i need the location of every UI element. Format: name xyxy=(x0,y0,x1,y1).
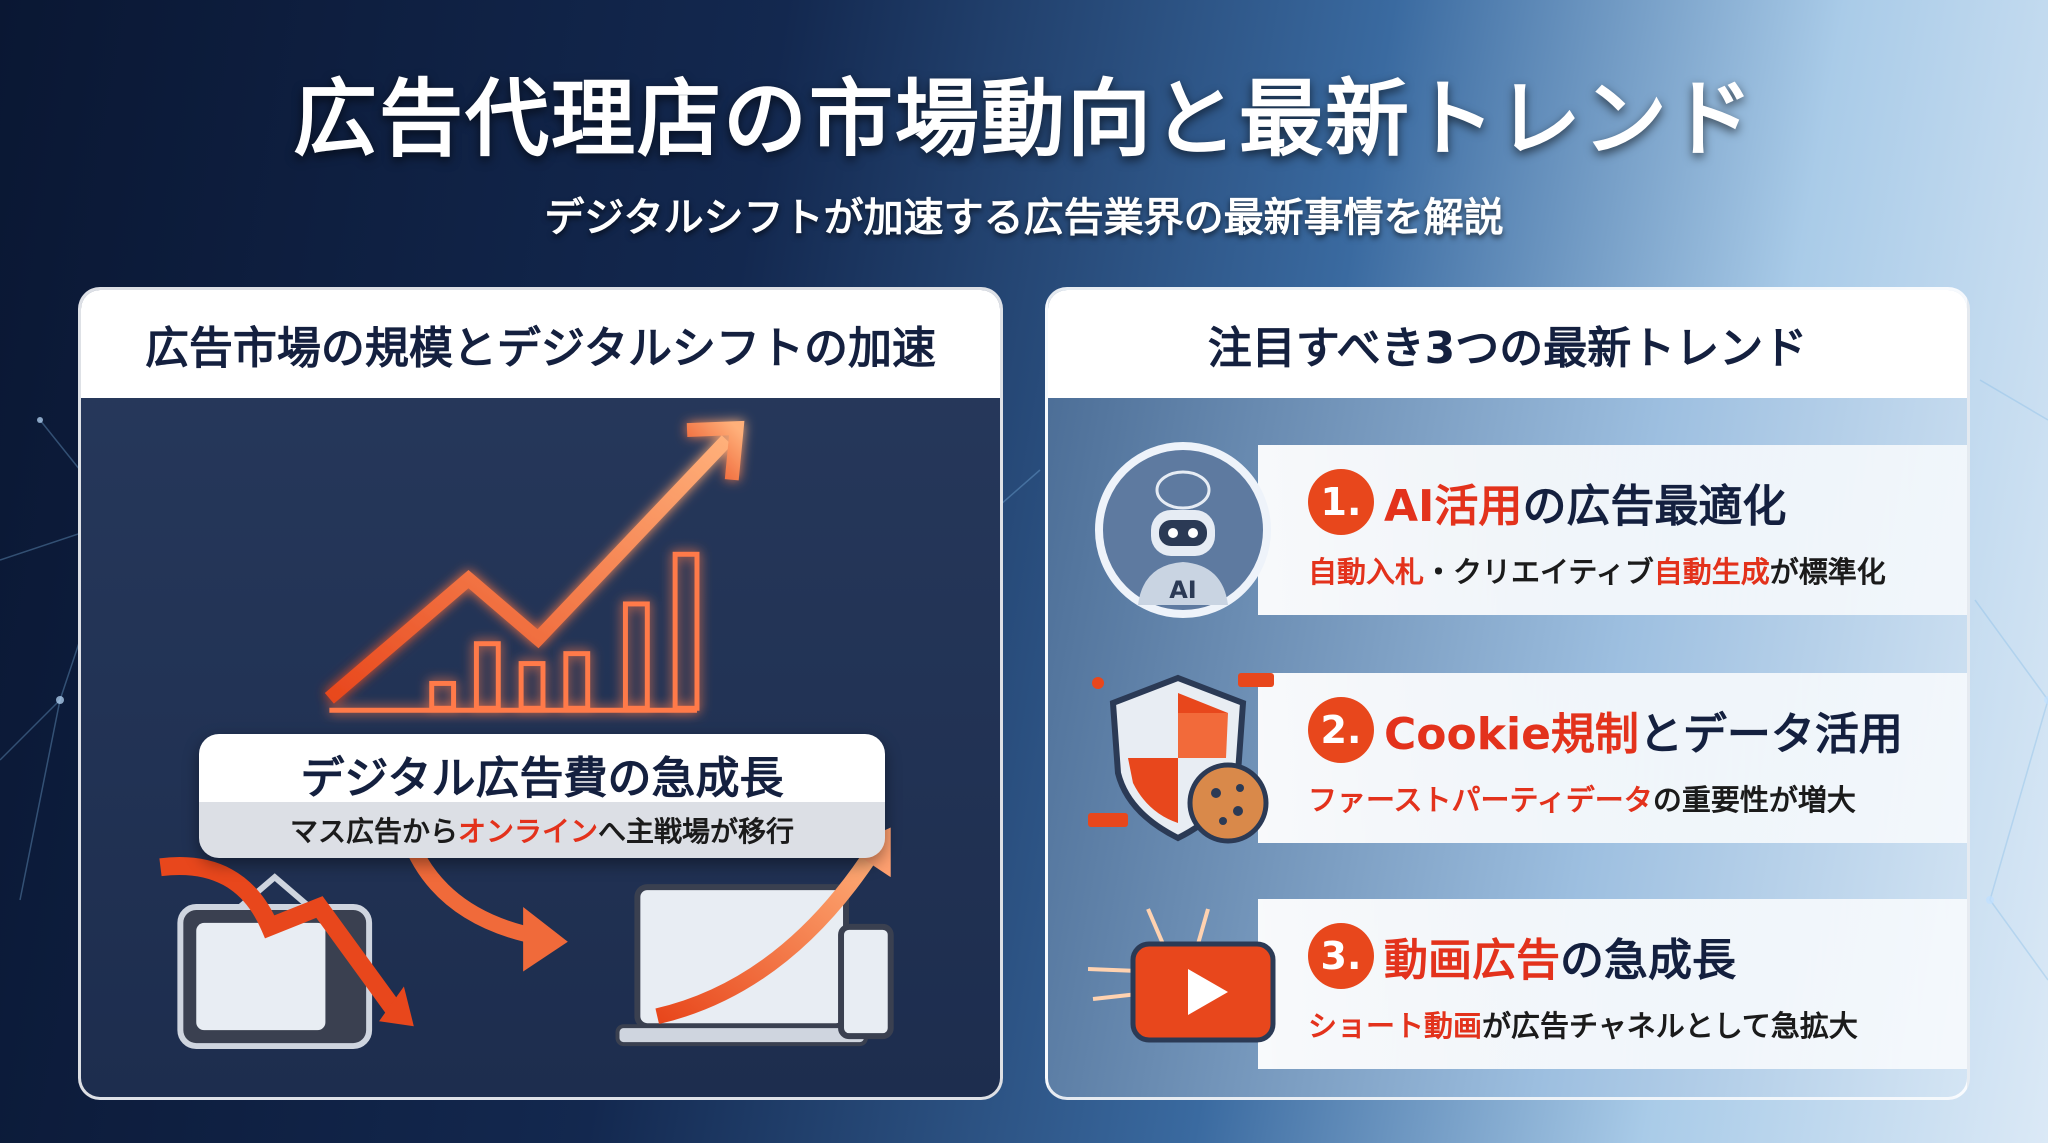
trend-description: ショート動画が広告チャネルとして急拡大 xyxy=(1308,1009,1858,1043)
page-title: 広告代理店の市場動向と最新トレンド xyxy=(292,70,1755,168)
trends-panel: 注目すべき3つの最新トレンド AI 1.AI活用の広告最適化 自動入札・クリエイ… xyxy=(1045,287,1970,1100)
trend-item-cookie: 2.Cookie規制とデータ活用 ファーストパーティデータの重要性が増大 xyxy=(1088,673,1967,844)
bar-chart-icon xyxy=(324,420,745,713)
trends-panel-heading: 注目すべき3つの最新トレンド xyxy=(1048,290,1967,398)
laptop-phone-icon xyxy=(615,827,894,1047)
growth-chart-illustration xyxy=(159,420,894,1050)
market-panel-heading: 広告市場の規模とデジタルシフトの加速 xyxy=(81,290,1000,398)
page-subtitle: デジタルシフトが加速する広告業界の最新事情を解説 xyxy=(544,195,1504,241)
svg-text:AI: AI xyxy=(1169,576,1197,604)
market-panel: 広告市場の規模とデジタルシフトの加速 xyxy=(78,287,1003,1100)
video-play-icon xyxy=(1088,889,1278,1079)
trend-title-rest: の急成長 xyxy=(1560,935,1736,986)
callout-sub-pre: マス広告から xyxy=(289,815,458,848)
trend-item-ai: AI 1.AI活用の広告最適化 自動入札・クリエイティブ自動生成が標準化 xyxy=(1088,442,1967,618)
trend-title-highlight: 動画広告 xyxy=(1384,935,1560,986)
shield-cookie-icon xyxy=(1088,663,1278,853)
trend-title-highlight: AI活用 xyxy=(1384,481,1523,532)
digital-ad-growth-callout: デジタル広告費の急成長 マス広告からオンラインへ主戦場が移行 xyxy=(199,734,885,858)
trend-number: 3. xyxy=(1308,923,1374,989)
trend-title-rest: の広告最適化 xyxy=(1522,481,1787,532)
callout-subtitle: マス広告からオンラインへ主戦場が移行 xyxy=(199,802,885,850)
trend-title-highlight: Cookie規制 xyxy=(1384,709,1639,760)
callout-sub-post: へ主戦場が移行 xyxy=(598,815,795,848)
trend-number: 1. xyxy=(1308,469,1374,535)
tv-icon xyxy=(159,857,414,1050)
callout-title: デジタル広告費の急成長 xyxy=(300,753,784,804)
trend-description: ファーストパーティデータの重要性が増大 xyxy=(1308,783,1856,817)
trend-description: 自動入札・クリエイティブ自動生成が標準化 xyxy=(1308,555,1886,589)
trend-item-video: 3.動画広告の急成長 ショート動画が広告チャネルとして急拡大 xyxy=(1088,899,1967,1069)
callout-sub-highlight: オンライン xyxy=(457,815,598,848)
trend-title-rest: とデータ活用 xyxy=(1638,709,1903,760)
trend-number: 2. xyxy=(1308,697,1374,763)
ai-robot-icon: AI xyxy=(1088,435,1278,625)
